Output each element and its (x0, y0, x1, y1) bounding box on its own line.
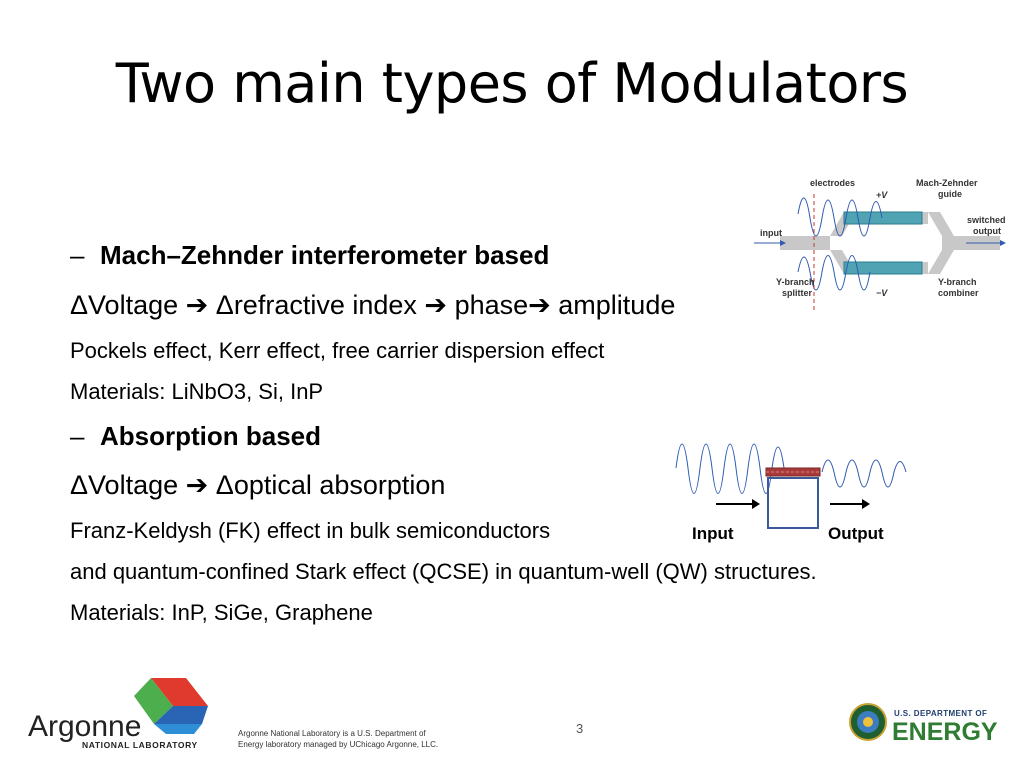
abs-fk: Franz-Keldysh (FK) effect in bulk semico… (70, 518, 551, 543)
wave-in (675, 443, 785, 494)
label-minus-v: −V (876, 288, 888, 298)
abs-materials: Materials: InP, SiGe, Graphene (70, 600, 373, 625)
label-input: Input (692, 524, 734, 543)
argonne-wordmark: Argonne (28, 710, 141, 743)
bullet-dash: – (70, 421, 85, 451)
mz-chain-amplitude: amplitude (558, 290, 676, 320)
abs-chain-absorption: Δoptical absorption (215, 470, 446, 500)
mz-chain-voltage: ΔVoltage (70, 290, 179, 320)
mz-heading-line: –Mach–Zehnder interferometer based (70, 240, 549, 271)
label-output: Output (828, 524, 884, 543)
abs-chain: ΔVoltage ➔ Δoptical absorption (70, 470, 445, 501)
label-splitter-1: Y-branch (776, 277, 815, 287)
label-guide-1: Mach-Zehnder (916, 178, 978, 188)
electrode-top (843, 211, 923, 225)
abs-heading-line: –Absorption based (70, 421, 321, 452)
slide-title: Two main types of Modulators (115, 52, 909, 115)
arrow-icon: ➔ (528, 290, 551, 320)
electrode-bottom (843, 261, 923, 275)
footer-disclaimer: Argonne National Laboratory is a U.S. De… (238, 728, 468, 750)
bullet-dash: – (70, 240, 85, 270)
abs-qcse: and quantum-confined Stark effect (QCSE)… (70, 559, 817, 584)
wave-top (797, 197, 883, 237)
doe-logo: U.S. DEPARTMENT OF ENERGY (849, 703, 998, 746)
mz-heading: Mach–Zehnder interferometer based (100, 240, 550, 270)
label-switched: switched (967, 215, 1006, 225)
argonne-sub: NATIONAL LABORATORY (82, 740, 198, 750)
modulator-box (767, 477, 819, 529)
argonne-logo: Argonne NATIONAL LABORATORY (28, 678, 208, 750)
mz-chain-refractive: Δrefractive index (215, 290, 417, 320)
abs-heading: Absorption based (100, 421, 322, 451)
mz-chain: ΔVoltage ➔ Δrefractive index ➔ phase➔ am… (70, 290, 675, 321)
page-number: 3 (576, 721, 584, 736)
arrow-icon: ➔ (185, 470, 209, 500)
arrow-icon: ➔ (424, 290, 448, 320)
arrow-icon: ➔ (185, 290, 209, 320)
wave-out (821, 459, 907, 488)
absorption-diagram: Input Output (675, 443, 907, 543)
label-combiner-1: Y-branch (938, 277, 977, 287)
abs-chain-voltage: ΔVoltage (70, 470, 179, 500)
mach-zehnder-diagram: electrodes Mach-Zehnder guide +V −V inpu… (754, 178, 1006, 310)
doe-top-text: U.S. DEPARTMENT OF (894, 709, 987, 718)
mz-effects: Pockels effect, Kerr effect, free carrie… (70, 338, 605, 363)
wave-bottom (797, 255, 871, 291)
label-electrodes: electrodes (810, 178, 855, 188)
mz-materials: Materials: LiNbO3, Si, InP (70, 379, 324, 404)
footer-line-1: Argonne National Laboratory is a U.S. De… (238, 729, 426, 738)
label-input: input (760, 228, 782, 238)
label-combiner-2: combiner (938, 288, 979, 298)
label-plus-v: +V (876, 190, 888, 200)
footer-line-2: Energy laboratory managed by UChicago Ar… (238, 740, 439, 749)
label-output: output (973, 226, 1001, 236)
label-splitter-2: splitter (782, 288, 813, 298)
doe-main-text: ENERGY (892, 718, 998, 746)
mz-chain-phase: phase (454, 290, 529, 320)
label-guide-2: guide (938, 189, 962, 199)
